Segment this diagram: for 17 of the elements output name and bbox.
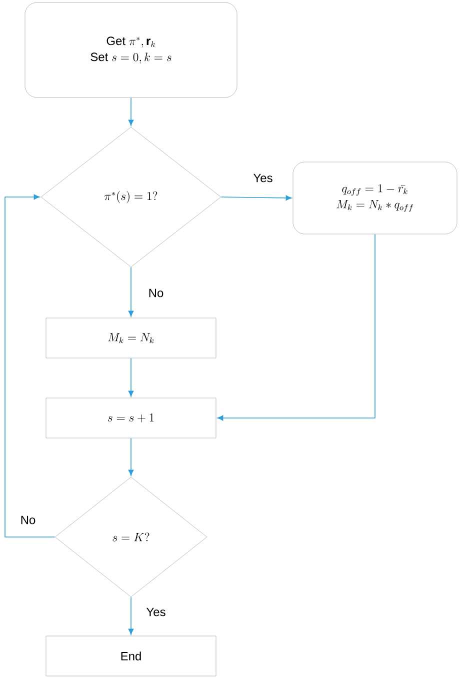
process-box: End [46, 636, 216, 676]
process-box: $s = s + 1$ [46, 398, 216, 438]
arrow [128, 596, 134, 635]
rounded-box: $q_{off} = 1 - \bar{r_k}$ $M_k = N_k * q_{off}$ [292, 162, 458, 234]
start-box: $\text{Get } \pi^{*}, \mathbf{r}_k$ $\text{Set } s = 0, k = s$ [24, 2, 238, 98]
arrow [128, 358, 134, 397]
edge-label: Yes [145, 606, 167, 618]
arrow [217, 234, 376, 421]
edge-label: No [147, 288, 165, 298]
process-box: $M_k = N_k$ [46, 318, 216, 358]
arrow [4, 194, 56, 538]
arrow [128, 97, 134, 126]
arrow [128, 438, 134, 476]
edge-label: No [19, 514, 37, 526]
arrow [220, 195, 292, 201]
edge-label: Yes [252, 172, 274, 184]
arrow [128, 266, 134, 317]
